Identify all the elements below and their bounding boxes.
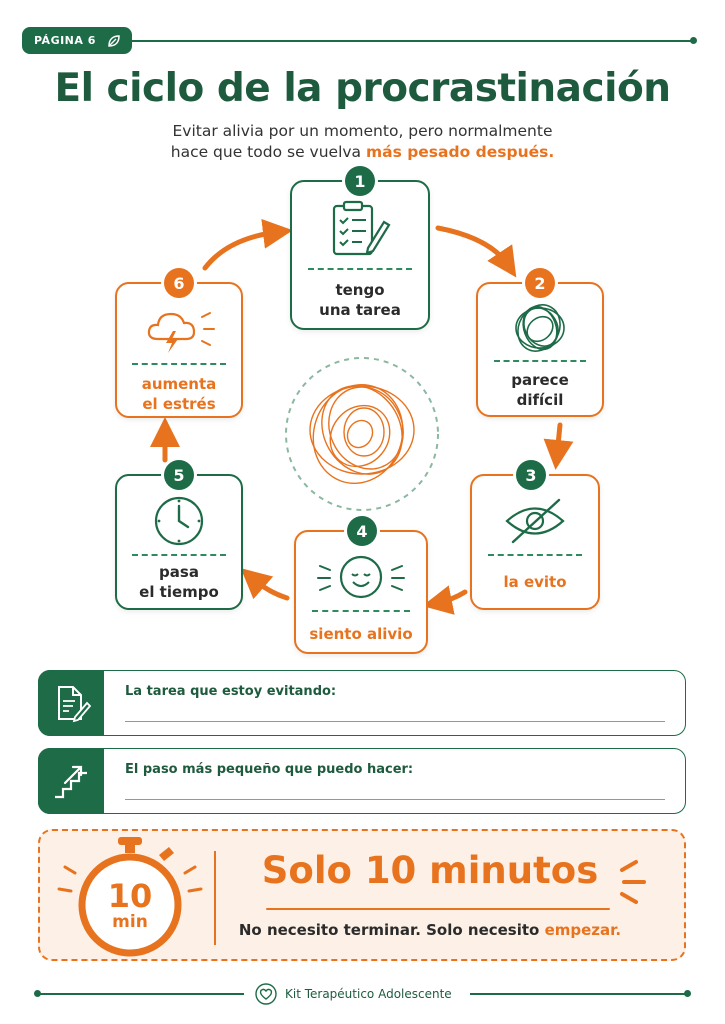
- ten-minute-banner: Solo 10 minutos No necesito terminar. So…: [38, 829, 686, 961]
- arrow-1-to-2: [435, 225, 517, 278]
- step-5-label: pasa el tiempo: [115, 562, 243, 602]
- heart-icon: [255, 983, 277, 1005]
- footer-dot-right: [684, 990, 691, 997]
- cycle-arrows: [150, 218, 574, 615]
- banner-title: Solo 10 minutos: [261, 849, 599, 892]
- timer-unit: min: [112, 912, 148, 932]
- step-4-card: [294, 530, 428, 654]
- smallest-step-label: El paso más pequeño que puedo hacer:: [125, 762, 414, 777]
- eye-crossed-icon: [505, 498, 565, 544]
- step-1-divider: [308, 268, 412, 270]
- storm-cloud-icon: [147, 312, 215, 353]
- step-3-divider: [488, 554, 582, 556]
- timer-number: 10: [107, 877, 153, 915]
- task-avoiding-label: La tarea que estoy evitando:: [125, 684, 337, 699]
- step-1-label-line2: una tarea: [319, 301, 401, 319]
- banner-subtitle-start: No necesito terminar. Solo necesito: [238, 921, 545, 939]
- step-3-label: la evito: [503, 573, 567, 591]
- step-4-number: 4: [347, 516, 377, 546]
- arrow-4-to-5: [240, 568, 290, 601]
- step-5-number: 5: [164, 460, 194, 490]
- clock-icon: [154, 496, 204, 546]
- step-2-label-line1: parece: [511, 371, 569, 389]
- smallest-step-write-line[interactable]: [125, 799, 665, 800]
- step-2-number: 2: [525, 268, 555, 298]
- step-2-label: parece difícil: [476, 370, 604, 410]
- subtitle-highlight: más pesado después.: [365, 143, 555, 161]
- document-pencil-icon: [58, 686, 91, 723]
- task-avoiding-row[interactable]: La tarea que estoy evitando:: [38, 670, 686, 736]
- row-icon-tile: [38, 748, 104, 814]
- procrastination-cycle: 1 tengo una tarea 2 parece di: [115, 166, 604, 654]
- step-5-label-line1: pasa: [159, 563, 199, 581]
- leaf-icon: [108, 34, 120, 47]
- arrow-6-to-1: [202, 218, 293, 271]
- banner-subtitle: No necesito terminar. Solo necesito empe…: [220, 921, 640, 939]
- step-3-card: [470, 474, 600, 610]
- footer-rule-right: [470, 993, 686, 995]
- header-rule: [132, 40, 694, 42]
- task-avoiding-write-line[interactable]: [125, 721, 665, 722]
- page-badge-text: PÁGINA 6: [34, 34, 96, 47]
- banner-subtitle-highlight: empezar.: [544, 921, 622, 939]
- page-subtitle: Evitar alivia por un momento, pero norma…: [120, 121, 605, 163]
- step-4-label: siento alivio: [309, 625, 413, 643]
- step-1-label-line1: tengo: [335, 281, 385, 299]
- footer-brand: Kit Terapéutico Adolescente: [255, 983, 470, 1005]
- step-2-label-line2: difícil: [516, 391, 564, 409]
- step-6-number: 6: [164, 268, 194, 298]
- step-5-divider: [132, 554, 226, 556]
- row-icon-tile: [38, 670, 104, 736]
- clipboard-checklist-icon: [332, 200, 391, 256]
- page-title: El ciclo de la procrastinación: [54, 66, 671, 111]
- smallest-step-row[interactable]: El paso más pequeño que puedo hacer:: [38, 748, 686, 814]
- stopwatch-icon: [57, 837, 203, 957]
- footer-dot-left: [34, 990, 41, 997]
- step-1-number: 1: [345, 166, 375, 196]
- relieved-face-icon: [317, 555, 405, 599]
- center-scribble-icon: [309, 383, 415, 485]
- step-6-card: [115, 282, 243, 418]
- arrow-2-to-3: [543, 422, 574, 470]
- step-2-divider: [494, 360, 586, 362]
- step-6-label-line1: aumenta: [141, 375, 217, 393]
- banner-title-underline: [266, 908, 610, 910]
- sparkle-lines-icon: [620, 860, 646, 904]
- step-5-label-line2: el tiempo: [139, 583, 219, 601]
- step-4-divider: [312, 610, 410, 612]
- step-6-label: aumenta el estrés: [115, 374, 243, 414]
- subtitle-line1: Evitar alivia por un momento, pero norma…: [172, 122, 553, 140]
- arrow-3-to-4: [422, 585, 468, 615]
- banner-divider: [214, 851, 216, 945]
- step-6-label-line2: el estrés: [142, 395, 216, 413]
- step-6-divider: [132, 363, 226, 365]
- page-badge: PÁGINA 6: [22, 27, 132, 54]
- scribble-ball-icon: [515, 304, 565, 352]
- subtitle-line2: hace que todo se vuelva: [170, 143, 366, 161]
- stairs-arrow-icon: [55, 765, 87, 799]
- footer-rule-left: [38, 993, 244, 995]
- header-rule-dot: [690, 37, 697, 44]
- footer-text: Kit Terapéutico Adolescente: [285, 987, 452, 1001]
- step-1-label: tengo una tarea: [290, 280, 430, 320]
- center-dashed-circle: [285, 357, 439, 511]
- step-3-number: 3: [516, 460, 546, 490]
